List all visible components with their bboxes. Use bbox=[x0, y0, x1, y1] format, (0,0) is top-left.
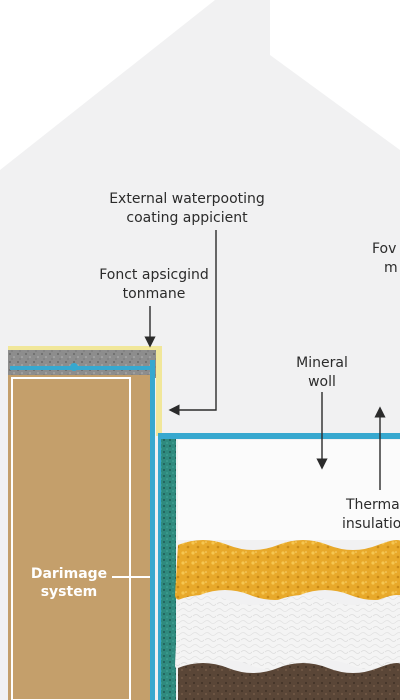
wall-cap-trim bbox=[8, 346, 160, 350]
sealant-dot bbox=[70, 363, 78, 371]
mineral-wool-layer bbox=[178, 440, 400, 540]
soil-layer bbox=[178, 663, 400, 700]
wall-body bbox=[8, 375, 153, 700]
waterproofing-arrow bbox=[168, 230, 217, 416]
thermal-label: Therma insulatio bbox=[342, 497, 400, 532]
wall-right-trim bbox=[156, 346, 162, 436]
membrane-edge bbox=[158, 436, 161, 700]
fonct-label: Fonct apsicgind tonmane bbox=[99, 267, 209, 302]
fov-label: Fov m bbox=[372, 241, 398, 276]
wall-cap bbox=[8, 348, 160, 378]
trench-top-line bbox=[158, 433, 400, 439]
wall-blue-edge bbox=[150, 360, 155, 700]
white-insulation-layer bbox=[175, 595, 400, 670]
gold-insulation-layer bbox=[175, 540, 400, 600]
wall-top-blue bbox=[10, 366, 155, 370]
waterproofing-label: External waterpooting coating appicient bbox=[109, 191, 265, 226]
waterproof-membrane bbox=[160, 436, 176, 700]
drainage-label: Darimage system bbox=[30, 566, 108, 600]
wall-inner-panel bbox=[11, 377, 131, 700]
mineral-label: Mineral woll bbox=[296, 355, 348, 390]
